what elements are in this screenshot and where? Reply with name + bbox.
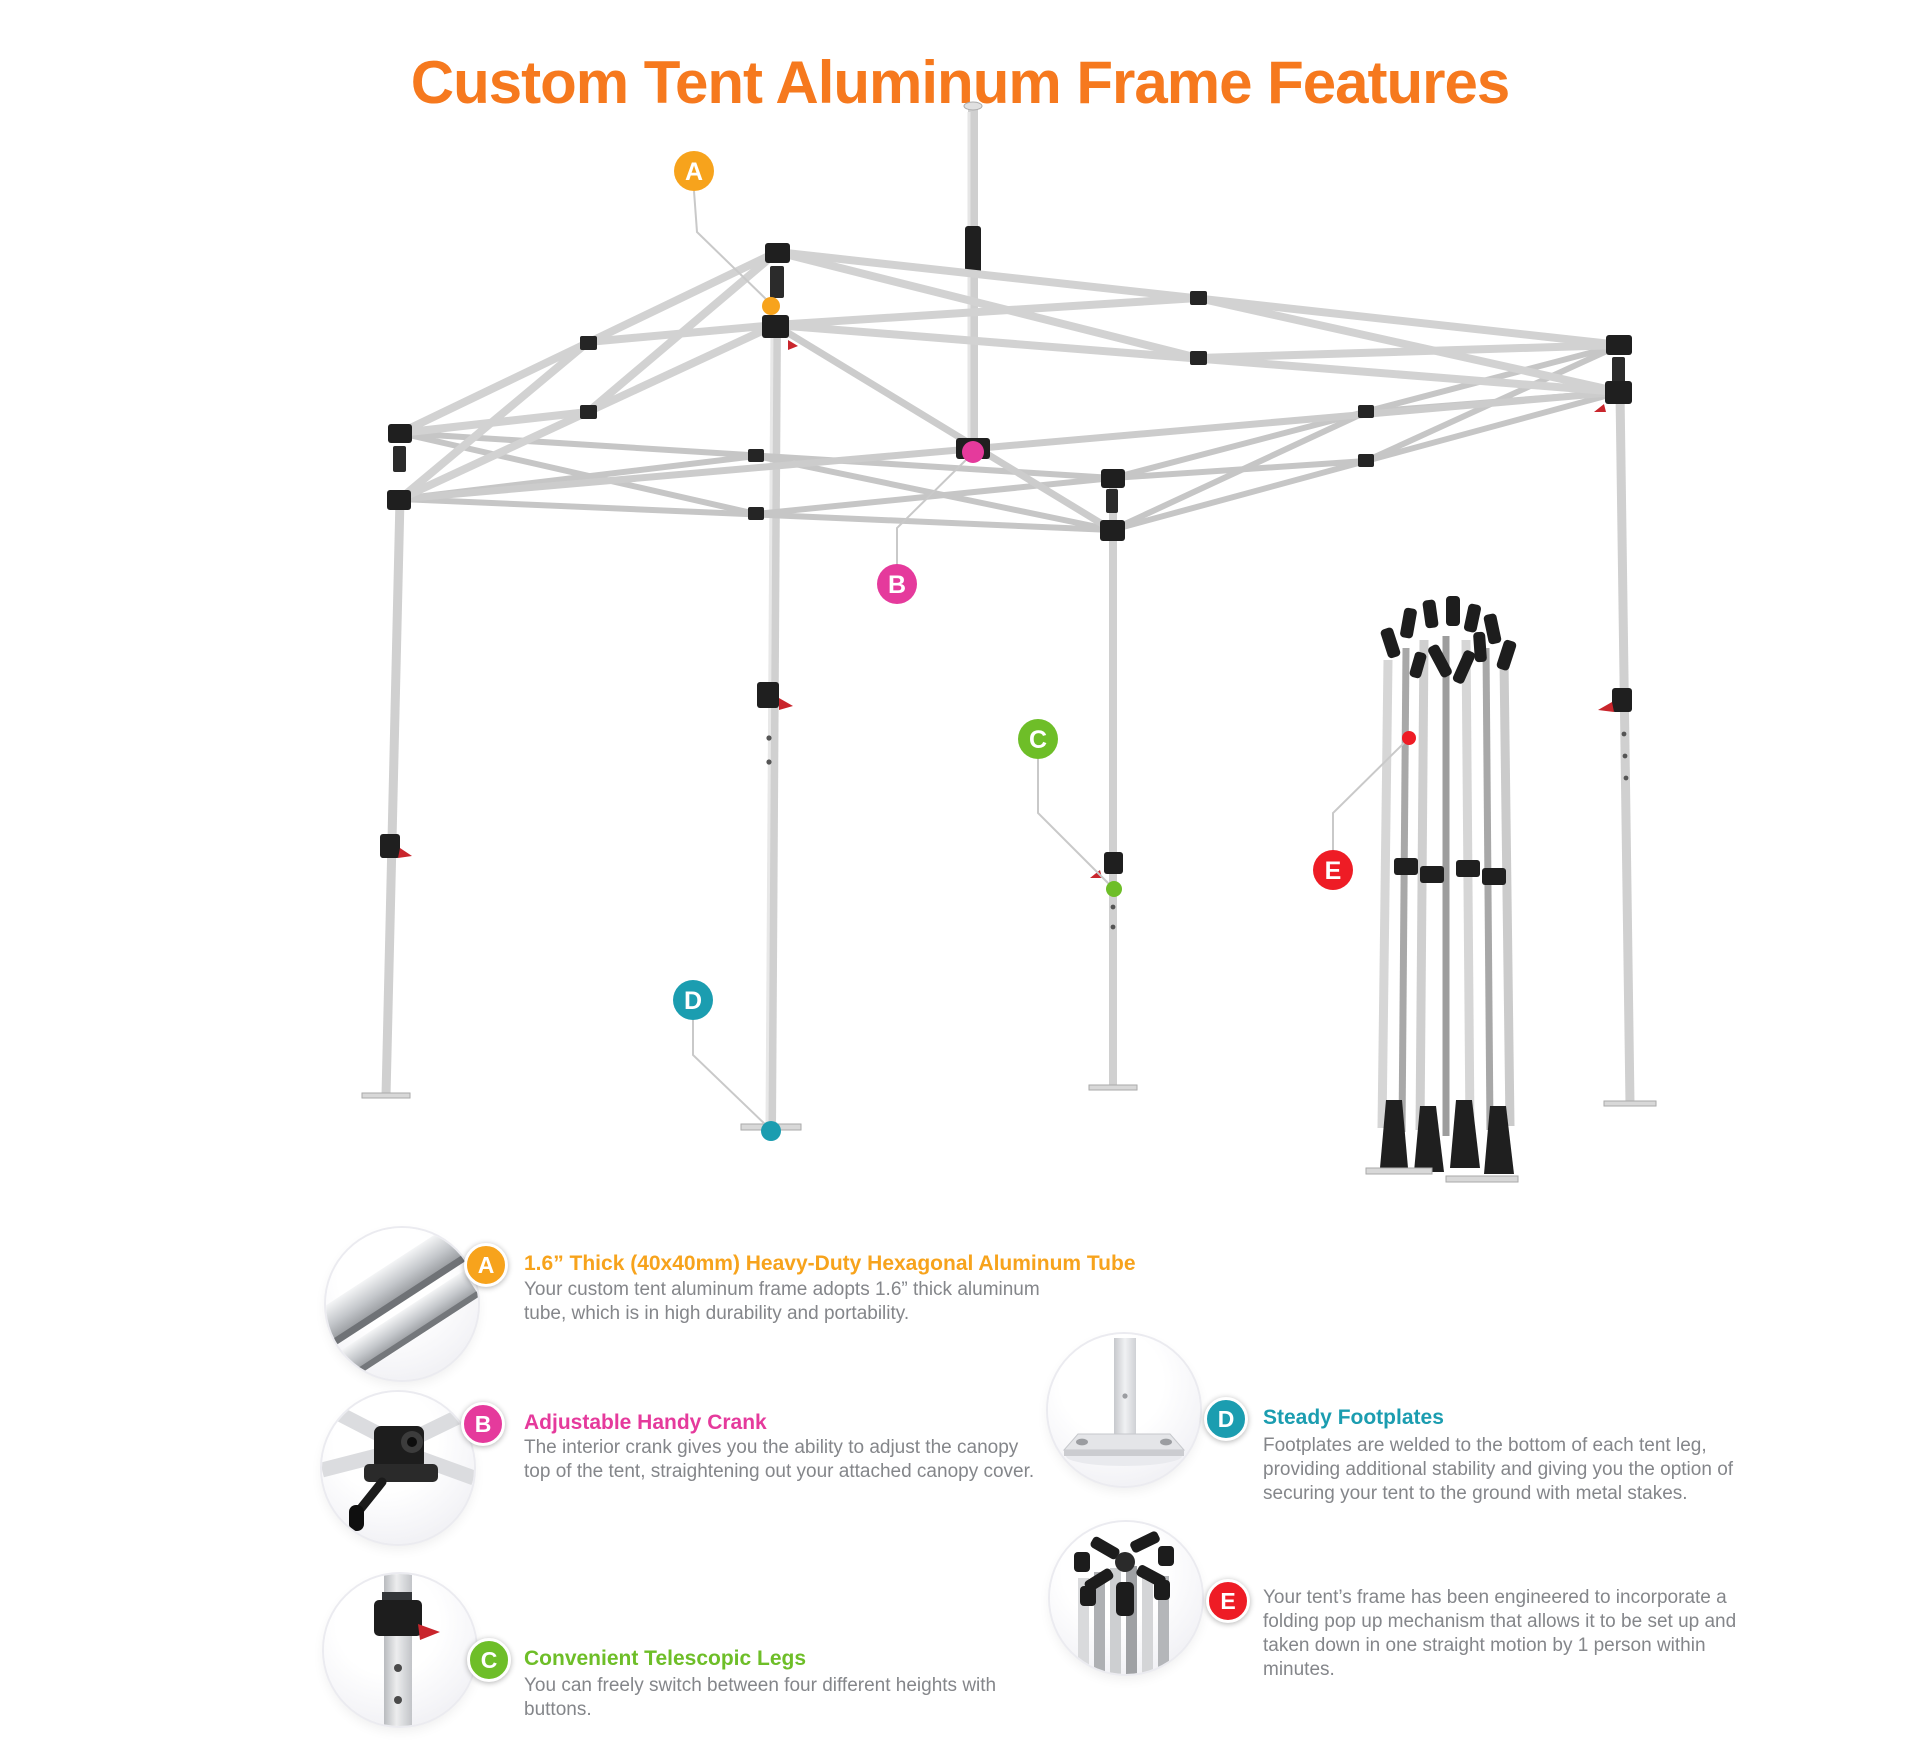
front-leg <box>740 324 802 1131</box>
center-pole <box>963 101 983 452</box>
callout-marker-d: D <box>673 980 781 1141</box>
callout-marker-b: B <box>877 441 984 604</box>
corner-brackets <box>387 243 1632 541</box>
feature-b-photo <box>322 1392 474 1544</box>
footplate-icon <box>1062 1338 1186 1466</box>
feature-d-photo <box>1048 1334 1200 1486</box>
feature-d-title: Steady Footplates <box>1263 1406 1444 1429</box>
marker-b-dot <box>962 441 984 463</box>
svg-text:A: A <box>685 158 703 186</box>
marker-c-dot <box>1106 881 1122 897</box>
feature-e-photo <box>1050 1522 1202 1674</box>
page-title: Custom Tent Aluminum Frame Features <box>410 49 1511 117</box>
svg-text:C: C <box>1029 726 1047 754</box>
feature-b-badge: B <box>461 1402 505 1446</box>
folded-frame-icon <box>1074 1531 1174 1674</box>
feature-a-photo <box>326 1228 478 1380</box>
telescopic-leg-icon <box>374 1574 440 1726</box>
feature-b-title: Adjustable Handy Crank <box>524 1411 767 1434</box>
feature-e-body: Your tent’s frame has been engineered to… <box>1263 1587 1737 1680</box>
feature-b-body: The interior crank gives you the ability… <box>524 1437 1035 1482</box>
crank-icon <box>322 1401 474 1531</box>
callout-marker-a: A <box>674 151 780 315</box>
callout-marker-e: E <box>1313 731 1416 890</box>
feature-c-badge: C <box>467 1638 511 1682</box>
feature-c-photo <box>324 1574 476 1726</box>
feature-e-badge: E <box>1206 1579 1250 1623</box>
feature-a-badge: A <box>464 1243 508 1287</box>
feature-d-badge: D <box>1204 1397 1248 1441</box>
left-leg <box>361 498 412 1099</box>
svg-text:D: D <box>684 987 702 1015</box>
folded-frame-bundle <box>1365 596 1519 1183</box>
svg-text:B: B <box>888 571 906 599</box>
callout-marker-c: C <box>1018 719 1122 897</box>
feature-a-body: Your custom tent aluminum frame adopts 1… <box>524 1279 1040 1324</box>
right-leg <box>1598 391 1657 1107</box>
feature-a-title: 1.6” Thick (40x40mm) Heavy-Duty Hexagona… <box>524 1252 1136 1275</box>
roof-truss <box>396 248 1624 534</box>
marker-e-dot <box>1402 731 1416 745</box>
feature-c-title: Convenient Telescopic Legs <box>524 1647 807 1670</box>
feature-d-body: Footplates are welded to the bottom of e… <box>1263 1435 1734 1504</box>
marker-d-dot <box>761 1121 781 1141</box>
back-leg <box>1088 478 1138 1091</box>
marker-a-dot <box>762 297 780 315</box>
svg-text:E: E <box>1325 857 1342 885</box>
feature-c-body: You can freely switch between four diffe… <box>524 1675 997 1720</box>
aluminum-tube-icon <box>326 1228 478 1380</box>
